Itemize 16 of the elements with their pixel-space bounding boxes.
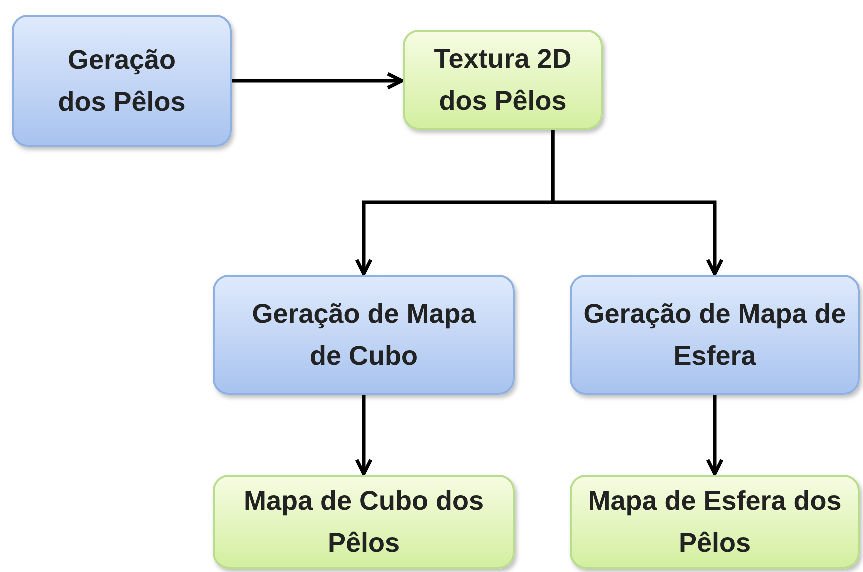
box-label: Geração dos Pêlos bbox=[57, 44, 187, 119]
data-box bbox=[570, 475, 860, 569]
process-box bbox=[12, 15, 232, 147]
data-box bbox=[403, 30, 603, 130]
process-box bbox=[570, 275, 860, 395]
process-box bbox=[213, 275, 515, 395]
arrow bbox=[355, 395, 373, 476]
box-label: Mapa de Cubo dos Pêlos bbox=[242, 485, 485, 560]
arrow bbox=[232, 72, 404, 90]
data-box bbox=[213, 475, 515, 569]
box-label: Geração de Mapa de Cubo bbox=[251, 298, 477, 373]
arrow bbox=[551, 130, 724, 276]
box-label: Textura 2D dos Pêlos bbox=[433, 43, 573, 118]
box-label: Geração de Mapa de Esfera bbox=[582, 298, 848, 373]
arrow bbox=[706, 395, 724, 476]
box-label: Mapa de Esfera dos Pêlos bbox=[587, 485, 843, 560]
